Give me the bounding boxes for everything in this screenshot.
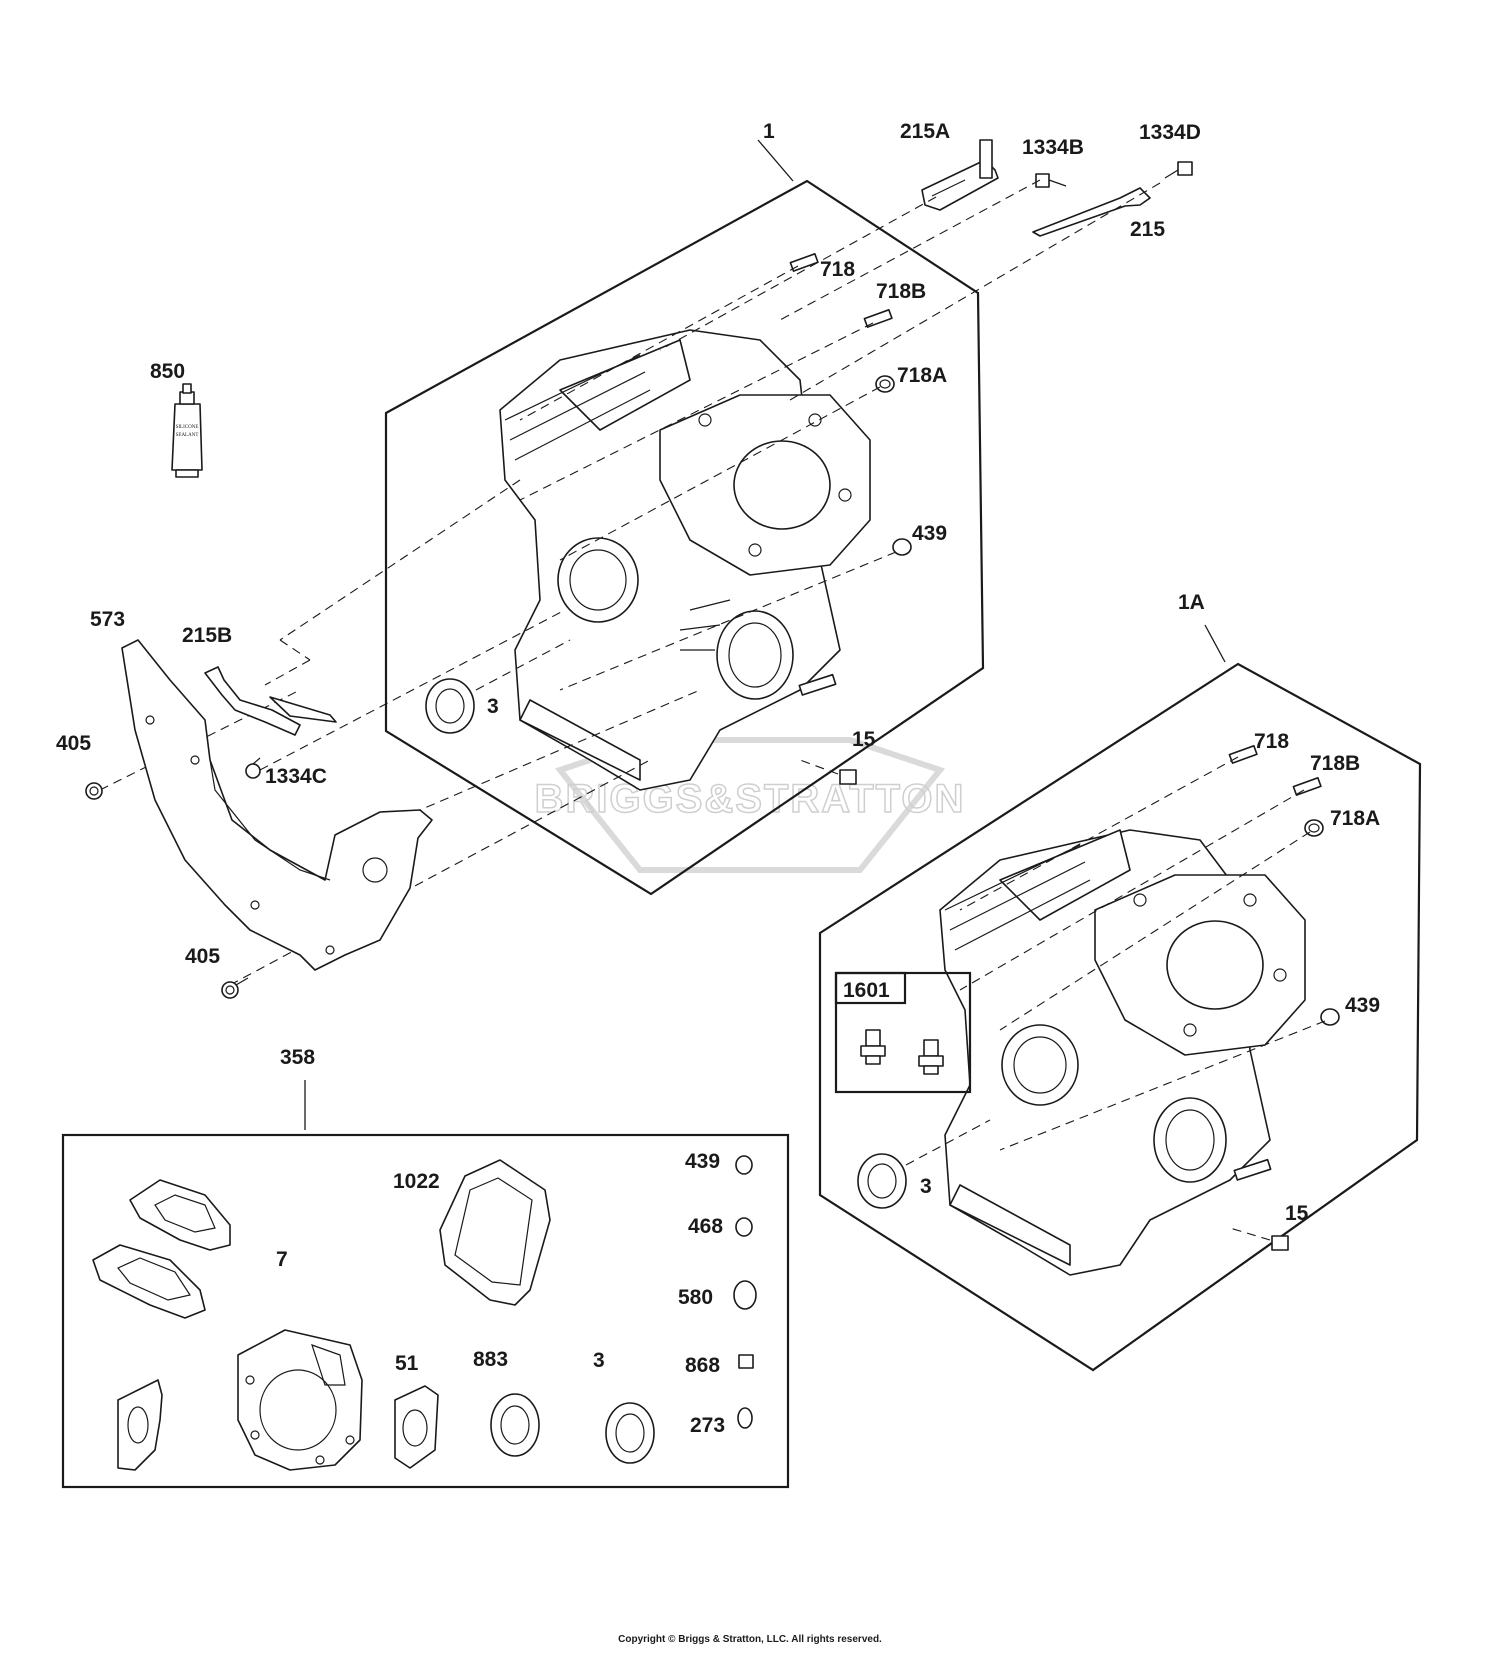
tube-text-line2: SEALANT — [176, 433, 199, 438]
label-718a-1a: 718A — [1330, 807, 1380, 830]
tube-text-line1: SILICONE — [176, 425, 199, 430]
exhaust-gasket-upper — [129, 1179, 231, 1251]
gasket-883 — [490, 1393, 540, 1457]
crankcase-assembly-1 — [99, 139, 1193, 986]
screw-1601-left — [860, 1029, 886, 1065]
oil-seal-3 — [425, 678, 475, 734]
screw-405-bottom — [221, 977, 249, 999]
label-573: 573 — [90, 608, 125, 631]
label-1022: 1022 — [393, 1170, 440, 1193]
oring-580-kit — [733, 1280, 757, 1310]
gasket-kit-358 — [61, 1080, 790, 1489]
label-215a: 215A — [900, 120, 950, 143]
label-468-kit: 468 — [688, 1215, 723, 1238]
oring-273-kit — [737, 1407, 753, 1429]
oring-439 — [892, 538, 912, 556]
oring-468-kit — [735, 1217, 753, 1237]
label-405-top: 405 — [56, 732, 91, 755]
assembly-1-frame — [384, 179, 985, 896]
label-1a: 1A — [1178, 591, 1205, 614]
label-215b: 215B — [182, 624, 232, 647]
label-718-1a: 718 — [1254, 730, 1289, 753]
screw-1334b — [1035, 173, 1067, 188]
oil-seal-3-kit — [605, 1402, 655, 1464]
assembly-1a-frame — [818, 662, 1422, 1372]
part-labels: 1 215A 1334B 1334D 215 718 718B 718A 439… — [56, 120, 1380, 1437]
plug-868-kit — [738, 1354, 754, 1369]
label-15: 15 — [852, 728, 876, 751]
crankcase-assembly-1a — [818, 624, 1422, 1372]
wire-bracket-215 — [1032, 187, 1151, 237]
gasket-51 — [394, 1385, 439, 1469]
label-15-1a: 15 — [1285, 1202, 1309, 1225]
label-358: 358 — [280, 1046, 315, 1069]
bushing-718a — [875, 375, 895, 393]
label-439: 439 — [912, 522, 947, 545]
label-1334d: 1334D — [1139, 121, 1201, 144]
oring-439-1a — [1320, 1008, 1340, 1026]
label-850: 850 — [150, 360, 185, 383]
label-718: 718 — [820, 258, 855, 281]
dowel-pin-718b-1a — [1292, 776, 1322, 796]
crankcase-1a — [939, 829, 1306, 1276]
label-215: 215 — [1130, 218, 1165, 241]
label-718a: 718A — [897, 364, 947, 387]
label-3-kit: 3 — [593, 1349, 605, 1372]
head-gasket-7 — [237, 1329, 363, 1471]
watermark-text: BRIGGS&STRATTON — [535, 777, 966, 821]
label-3: 3 — [487, 695, 499, 718]
screw-405-top — [85, 782, 103, 800]
intake-gasket — [117, 1379, 163, 1471]
dowel-pin-718-1a — [1228, 744, 1258, 764]
label-439-kit: 439 — [685, 1150, 720, 1173]
label-1601: 1601 — [843, 979, 890, 1002]
bracket-215a — [921, 139, 999, 211]
exhaust-gasket-lower — [92, 1244, 206, 1319]
label-7: 7 — [276, 1248, 288, 1271]
label-718b-1a: 718B — [1310, 752, 1360, 775]
label-439-1a: 439 — [1345, 994, 1380, 1017]
screw-1601-right — [918, 1039, 944, 1075]
label-1334b: 1334B — [1022, 136, 1084, 159]
plug-15-1a — [1271, 1235, 1289, 1251]
crankcase-1 — [499, 329, 871, 791]
bracket-215b — [204, 666, 337, 736]
dowel-pin-718b — [863, 308, 893, 328]
label-3-1a: 3 — [920, 1175, 932, 1198]
screw-1334c — [245, 757, 261, 779]
label-405-bottom: 405 — [185, 945, 220, 968]
label-883: 883 — [473, 1348, 508, 1371]
label-51: 51 — [395, 1352, 419, 1375]
valve-cover-gasket-1022 — [439, 1159, 551, 1306]
cover-plate-573 — [121, 639, 433, 971]
oil-seal-3-1a — [857, 1153, 907, 1209]
oring-439-kit — [735, 1155, 753, 1175]
copyright-notice: Copyright © Briggs & Stratton, LLC. All … — [618, 1634, 882, 1645]
label-868-kit: 868 — [685, 1354, 720, 1377]
label-1334c: 1334C — [265, 765, 327, 788]
label-1: 1 — [763, 120, 775, 143]
plug-15 — [839, 769, 857, 785]
label-273-kit: 273 — [690, 1414, 725, 1437]
label-718b: 718B — [876, 280, 926, 303]
sealant-tube-850: SILICONE SEALANT — [171, 383, 203, 478]
screw-1334d — [1164, 161, 1193, 179]
screw-kit-1601 — [834, 971, 972, 1094]
gasket-kit-frame — [61, 1133, 790, 1489]
label-580-kit: 580 — [678, 1286, 713, 1309]
